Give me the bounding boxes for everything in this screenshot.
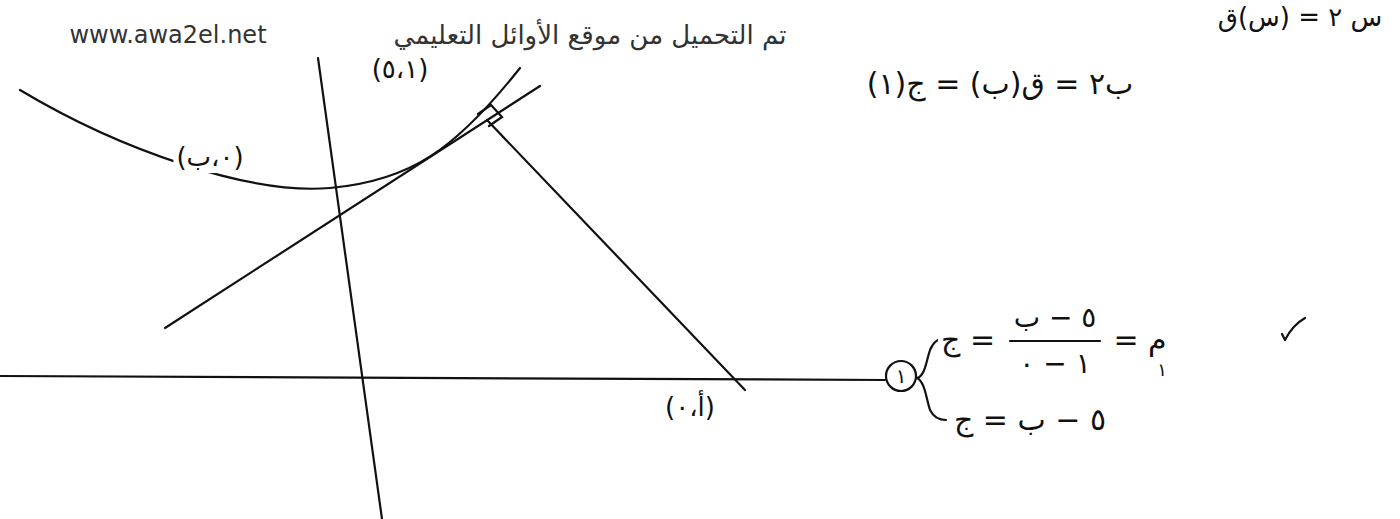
numerator: ب − ٥ — [1011, 302, 1100, 334]
subscript: ١ — [1154, 360, 1170, 381]
circle-mark — [886, 361, 916, 391]
point-label: (٠،أ) — [662, 393, 718, 423]
normal-line — [487, 120, 745, 390]
tangent-line — [165, 86, 540, 328]
point-label: (ب،٠) — [173, 143, 246, 173]
watermark-text: تم التحميل من موقع الأوائل التعليمي — [391, 21, 790, 51]
right-angle-mark — [478, 105, 502, 126]
curve — [20, 68, 520, 189]
watermark-url: www.awa2el.net — [66, 22, 269, 50]
denominator: ٠ − ١ — [1016, 348, 1093, 380]
equation: (١)ج = (ب)ق = ٢ب — [864, 67, 1137, 102]
equation: ج = — [938, 323, 998, 358]
fraction-bar — [1010, 340, 1100, 342]
x-axis — [0, 376, 885, 380]
point-label: (٥،١) — [369, 55, 432, 85]
equation: ج = ب − ٥ — [951, 403, 1109, 438]
y-axis — [318, 58, 382, 519]
function-note: ق(س) = ٢ س — [1215, 3, 1385, 33]
callout-number: ١ — [893, 365, 910, 388]
check-mark — [1282, 318, 1305, 340]
equation: = م — [1110, 323, 1169, 358]
